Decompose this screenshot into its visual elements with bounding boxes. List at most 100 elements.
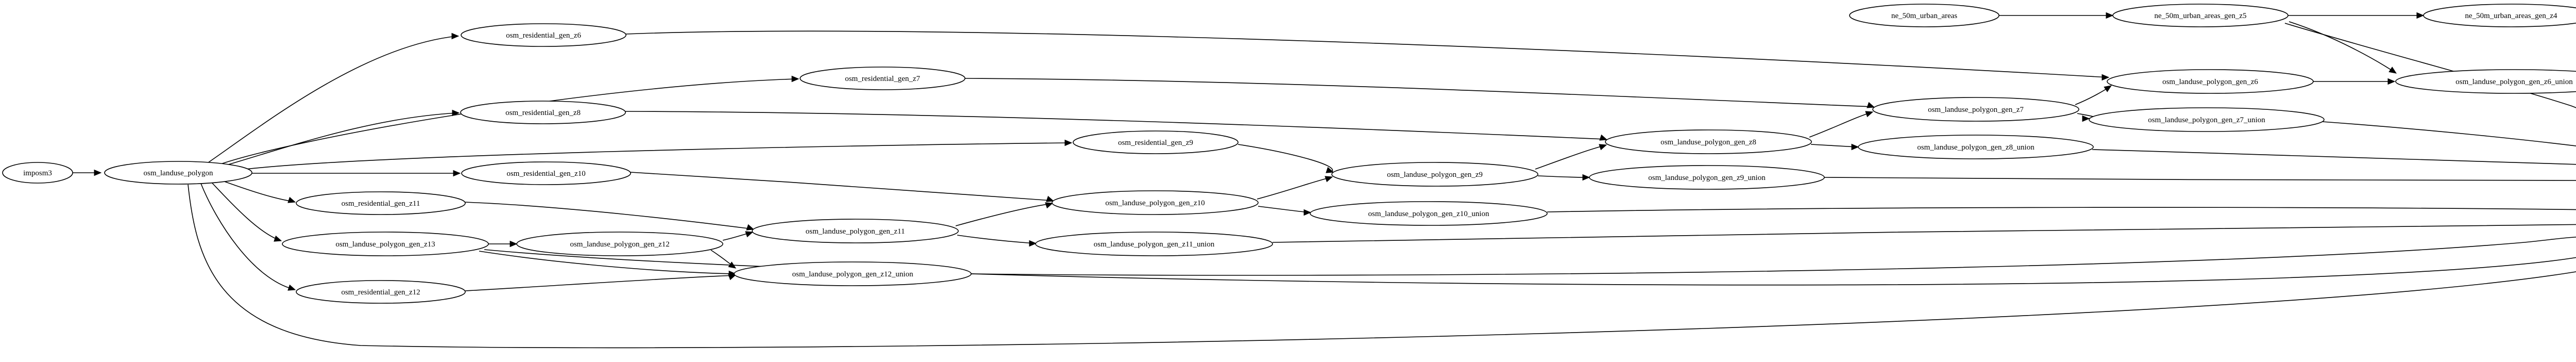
node-label: osm_landuse_polygon_gen_z11	[806, 227, 905, 236]
edge-line	[630, 172, 1053, 201]
node-osm_landuse_polygon_gen_z9_union[interactable]: osm_landuse_polygon_gen_z9_union	[1589, 165, 1825, 190]
node-label: osm_landuse_polygon_gen_z12	[570, 240, 669, 249]
arrow-head	[452, 109, 460, 117]
node-osm_residential_gen_z10[interactable]: osm_residential_gen_z10	[461, 161, 631, 185]
node-osm_landuse_polygon_gen_z10[interactable]: osm_landuse_polygon_gen_z10	[1052, 190, 1259, 215]
edge-line	[236, 142, 1071, 171]
node-shape[interactable]	[1858, 135, 2094, 159]
node-osm_residential_gen_z6[interactable]: osm_residential_gen_z6	[461, 23, 626, 47]
edge-osm_landuse_polygon-to-osm_residential_gen_z10	[252, 170, 461, 177]
node-shape[interactable]	[2112, 4, 2289, 27]
arrow-head	[1303, 209, 1312, 216]
node-label: osm_residential_gen_z7	[845, 75, 920, 83]
edge-osm_residential_gen_z9-to-osm_landuse_polygon_gen_z9	[1238, 144, 1334, 173]
node-label: osm_landuse_polygon_gen_z11_union	[1094, 240, 1215, 249]
node-shape[interactable]	[1310, 201, 1548, 226]
edge-osm_landuse_polygon_gen_z10_union-to-layer_landuse_z10	[1547, 207, 2576, 212]
node-shape[interactable]	[296, 280, 466, 304]
edge-osm_landuse_polygon_gen_z9-to-osm_landuse_polygon_gen_z8	[1535, 144, 1607, 170]
node-osm_residential_gen_z9[interactable]: osm_residential_gen_z9	[1073, 130, 1239, 154]
edge-line	[2092, 149, 2576, 165]
node-osm_landuse_polygon_gen_z8_union[interactable]: osm_landuse_polygon_gen_z8_union	[1858, 135, 2094, 159]
edge-line	[971, 236, 2576, 276]
node-osm_landuse_polygon_gen_z9[interactable]: osm_landuse_polygon_gen_z9	[1331, 162, 1538, 187]
node-osm_landuse_polygon_gen_z12[interactable]: osm_landuse_polygon_gen_z12	[516, 232, 723, 256]
node-shape[interactable]	[2395, 69, 2576, 94]
node-osm_landuse_polygon_gen_z8[interactable]: osm_landuse_polygon_gen_z8	[1605, 129, 1812, 154]
edge-line	[206, 36, 457, 164]
edge-line	[1535, 145, 1605, 170]
arrow-head	[2388, 67, 2397, 74]
node-label: osm_landuse_polygon_gen_z8	[1660, 138, 1756, 146]
node-shape[interactable]	[752, 219, 959, 243]
node-shape[interactable]	[1849, 4, 1999, 27]
node-shape[interactable]	[296, 191, 466, 215]
edge-osm_landuse_polygon_gen_z6-to-osm_landuse_polygon_gen_z6_union	[2313, 78, 2396, 85]
arrow-head	[2082, 115, 2090, 122]
arrow-head	[728, 261, 737, 269]
node-label: osm_landuse_polygon_gen_z13	[335, 240, 435, 249]
edge-ne_50m_urban_areas_gen_z5-to-osm_landuse_polygon_gen_z6_union	[2289, 21, 2397, 74]
arrow-head	[1851, 143, 1859, 151]
node-shape[interactable]	[2089, 107, 2325, 132]
node-shape[interactable]	[2423, 4, 2576, 27]
node-shape[interactable]	[1073, 130, 1239, 154]
node-osm_landuse_polygon_gen_z13[interactable]: osm_landuse_polygon_gen_z13	[282, 232, 489, 256]
edge-osm_landuse_polygon-to-osm_residential_gen_z7	[216, 75, 800, 166]
node-osm_residential_gen_z7[interactable]: osm_residential_gen_z7	[800, 67, 965, 90]
edge-osm_landuse_polygon_gen_z10-to-osm_landuse_polygon_gen_z10_union	[1258, 206, 1312, 216]
node-ne_50m_urban_areas_gen_z5[interactable]: ne_50m_urban_areas_gen_z5	[2112, 4, 2289, 27]
node-osm_landuse_polygon_gen_z12_union[interactable]: osm_landuse_polygon_gen_z12_union	[734, 261, 972, 286]
edge-line	[1824, 177, 2576, 181]
node-label: ne_50m_urban_areas_gen_z4	[2465, 12, 2557, 20]
node-shape[interactable]	[1052, 190, 1259, 215]
node-shape[interactable]	[2107, 69, 2314, 94]
node-shape[interactable]	[516, 232, 723, 256]
node-shape[interactable]	[104, 161, 252, 185]
node-shape[interactable]	[734, 261, 972, 286]
node-osm_residential_gen_z8[interactable]: osm_residential_gen_z8	[460, 101, 626, 124]
arrow-head	[2102, 74, 2110, 81]
edge-line	[1537, 175, 1588, 178]
node-osm_landuse_polygon[interactable]: osm_landuse_polygon	[104, 161, 252, 185]
node-label: osm_residential_gen_z9	[1118, 139, 1193, 147]
node-osm_landuse_polygon_gen_z6_union[interactable]: osm_landuse_polygon_gen_z6_union	[2395, 69, 2576, 94]
node-shape[interactable]	[1605, 129, 1812, 154]
node-osm_residential_gen_z12[interactable]: osm_residential_gen_z12	[296, 280, 466, 304]
node-ne_50m_urban_areas[interactable]: ne_50m_urban_areas	[1849, 4, 1999, 27]
node-shape[interactable]	[461, 23, 626, 47]
node-osm_residential_gen_z11[interactable]: osm_residential_gen_z11	[296, 191, 466, 215]
edge-line	[625, 30, 2108, 78]
node-osm_landuse_polygon_gen_z11[interactable]: osm_landuse_polygon_gen_z11	[752, 219, 959, 243]
node-shape[interactable]	[1035, 232, 1273, 256]
node-osm_landuse_polygon_gen_z6[interactable]: osm_landuse_polygon_gen_z6	[2107, 69, 2314, 94]
edge-osm_landuse_polygon_gen_z9_union-to-layer_landuse_z9	[1824, 177, 2576, 181]
node-label: osm_landuse_polygon_gen_z9_union	[1648, 174, 1766, 182]
node-shape[interactable]	[1872, 97, 2079, 122]
node-label: osm_landuse_polygon_gen_z12_union	[792, 270, 913, 278]
node-shape[interactable]	[460, 101, 626, 124]
edge-line	[1809, 112, 1872, 138]
edge-line	[1810, 144, 1857, 147]
node-shape[interactable]	[1589, 165, 1825, 190]
node-shape[interactable]	[2, 162, 73, 184]
node-label: osm_residential_gen_z12	[341, 288, 420, 297]
node-osm_landuse_polygon_gen_z7_union[interactable]: osm_landuse_polygon_gen_z7_union	[2089, 107, 2325, 132]
node-osm_landuse_polygon_gen_z10_union[interactable]: osm_landuse_polygon_gen_z10_union	[1310, 201, 1548, 226]
node-shape[interactable]	[1331, 162, 1538, 187]
edge-osm_residential_gen_z12-to-osm_landuse_polygon_gen_z12_union	[465, 274, 737, 291]
edge-line	[2289, 21, 2395, 73]
node-label: osm_residential_gen_z10	[506, 170, 585, 178]
edge-ne_50m_urban_areas-to-ne_50m_urban_areas_gen_z5	[1999, 12, 2114, 19]
node-imposm3[interactable]: imposm3	[2, 162, 73, 184]
arrow-head	[1599, 134, 1608, 141]
node-shape[interactable]	[282, 232, 489, 256]
edge-line	[1258, 206, 1310, 213]
node-shape[interactable]	[461, 161, 631, 185]
edge-osm_landuse_polygon_gen_z8-to-osm_landuse_polygon_gen_z7	[1809, 111, 1874, 138]
node-osm_landuse_polygon_gen_z11_union[interactable]: osm_landuse_polygon_gen_z11_union	[1035, 232, 1273, 256]
node-shape[interactable]	[800, 67, 965, 90]
node-label: osm_landuse_polygon_gen_z10_union	[1368, 210, 1489, 218]
node-osm_landuse_polygon_gen_z7[interactable]: osm_landuse_polygon_gen_z7	[1872, 97, 2079, 122]
node-ne_50m_urban_areas_gen_z4[interactable]: ne_50m_urban_areas_gen_z4	[2423, 4, 2576, 27]
